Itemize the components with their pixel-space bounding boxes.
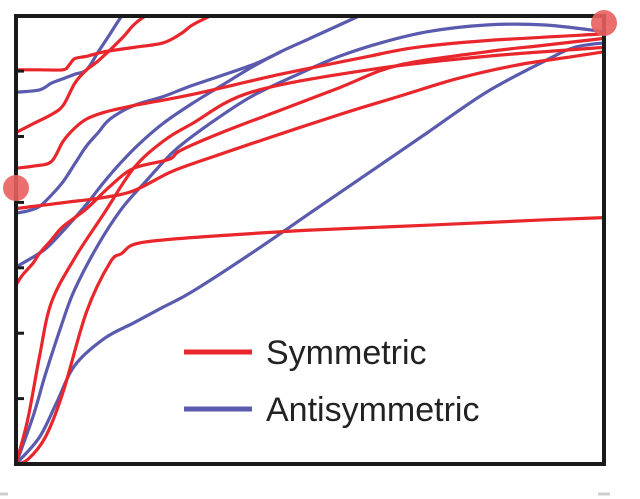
series-line-symmetric-3 <box>16 50 604 211</box>
series-line-symmetric-2 <box>16 36 604 287</box>
series-lines <box>16 16 604 464</box>
series-line-symmetric-0 <box>16 216 604 464</box>
plot-frame <box>14 14 606 466</box>
legend-label-antisymmetric: Antisymmetric <box>266 391 479 429</box>
y-ticks <box>16 69 24 466</box>
legend-label-symmetric: Symmetric <box>266 334 427 372</box>
marker-left <box>3 175 29 201</box>
series-line-antisymmetric-8 <box>16 22 604 464</box>
series-line-antisymmetric-10 <box>16 50 283 215</box>
series-line-antisymmetric-9 <box>16 16 363 269</box>
series-line-symmetric-4 <box>16 32 604 170</box>
legend: Symmetric Antisymmetric <box>184 334 479 429</box>
series-line-symmetric-6 <box>16 16 214 72</box>
marker-right <box>591 10 617 36</box>
series-line-symmetric-5 <box>16 16 149 135</box>
series-line-antisymmetric-11 <box>16 16 124 94</box>
